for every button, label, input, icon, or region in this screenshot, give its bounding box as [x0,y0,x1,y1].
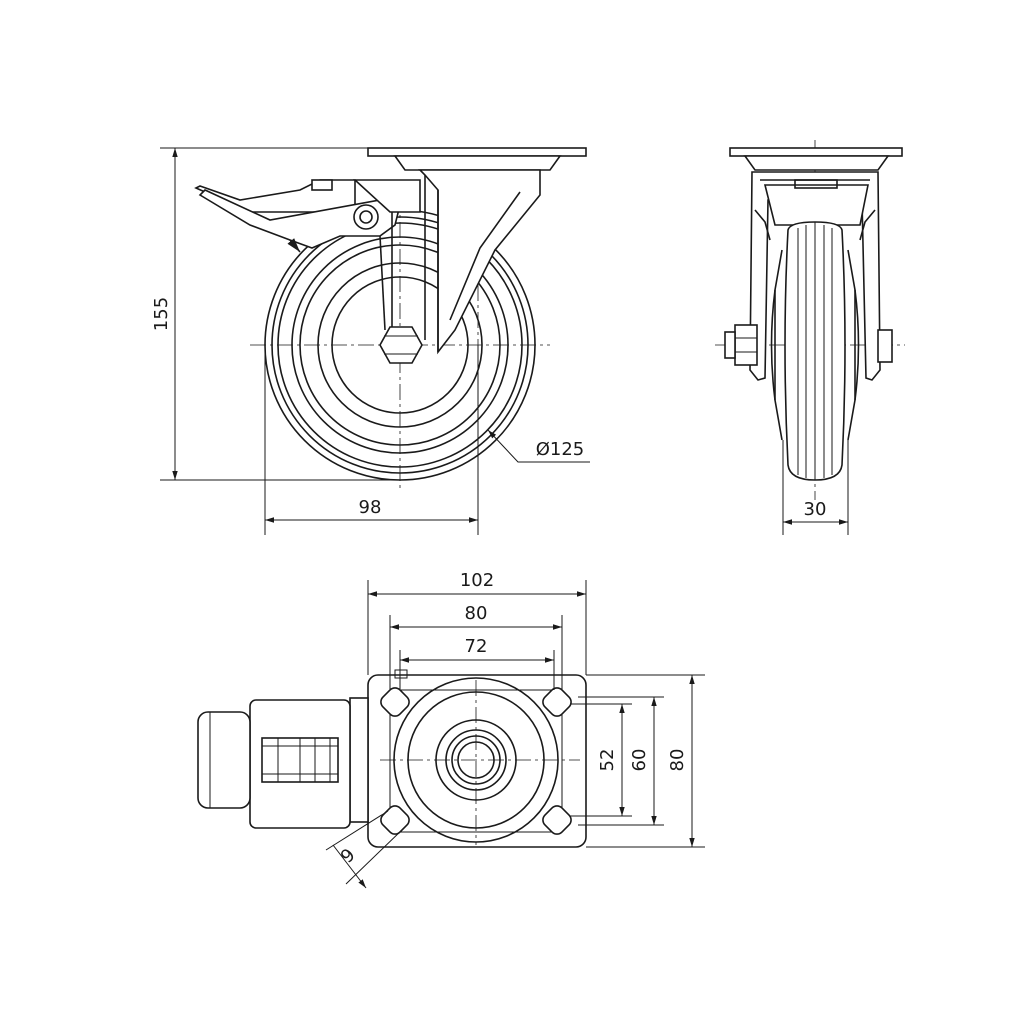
dim-98: 98 [359,497,382,518]
side-view: 30 [715,140,905,535]
axle-nut [379,326,423,364]
front-view: 155 98 Ø125 [151,147,590,535]
dim-9: 9 [337,845,360,868]
mounting-holes [380,687,572,835]
dim-60: 60 [629,749,650,772]
front-top-plate [367,147,587,171]
dim-102: 102 [460,570,494,591]
dim-80-side: 80 [667,749,688,772]
brake-top [197,697,369,829]
dim-diameter-125: Ø125 [536,439,585,460]
front-fork [418,169,541,355]
dim-52: 52 [597,749,618,772]
dim-30: 30 [804,499,827,520]
brake-pedal [194,179,421,345]
top-view: 102 80 72 52 60 80 9 [197,570,705,889]
dim-155: 155 [151,297,172,331]
dim-80-top: 80 [465,603,488,624]
dim-72: 72 [465,636,488,657]
side-wheel [770,221,860,481]
